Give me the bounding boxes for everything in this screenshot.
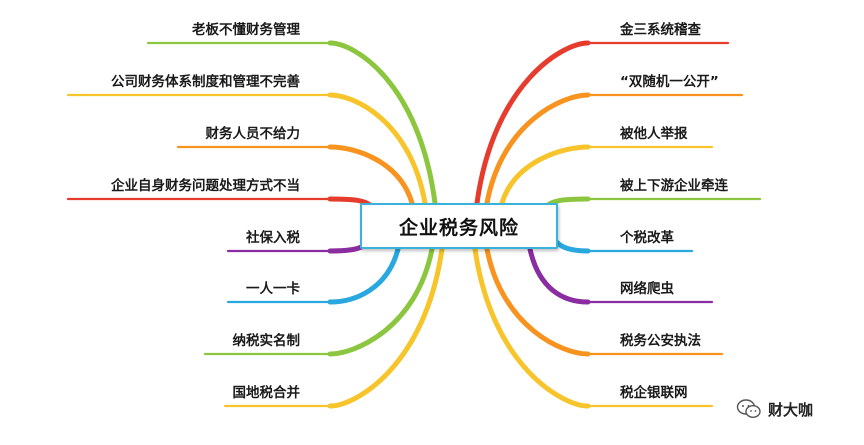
branch-curve	[327, 144, 415, 206]
watermark: 财大咖	[736, 398, 813, 420]
branch-curve	[484, 246, 591, 357]
branch-label-left: 企业自身财务问题处理方式不当	[110, 177, 300, 194]
branch-curve	[327, 92, 428, 206]
branch-label-right: “双随机一公开”	[620, 73, 719, 90]
branch-curve	[484, 92, 591, 206]
branch-curve	[474, 40, 591, 206]
branch-curve	[327, 40, 438, 206]
branch-label-left: 财务人员不给力	[205, 125, 301, 142]
watermark-text: 财大咖	[768, 400, 814, 419]
branch-label-left: 公司财务体系制度和管理不完善	[111, 73, 300, 90]
branch-curve	[327, 246, 445, 409]
wechat-icon	[736, 399, 761, 419]
branch-label-left: 老板不懂财务管理	[192, 21, 300, 38]
branch-label-right: 税务公安执法	[620, 332, 701, 349]
branch-label-left: 国地税合并	[233, 384, 301, 401]
branch-label-right: 被他人举报	[620, 125, 688, 142]
branch-label-left: 社保入税	[245, 229, 300, 246]
branch-curve	[527, 246, 591, 305]
branch-curve	[499, 144, 591, 206]
branch-label-right: 税企银联网	[620, 384, 688, 401]
branch-label-left: 纳税实名制	[233, 332, 301, 349]
central-topic: 企业税务风险	[360, 203, 558, 249]
branch-curve	[472, 246, 591, 409]
central-topic-label: 企业税务风险	[398, 216, 519, 239]
branch-label-right: 金三系统稽查	[619, 21, 701, 38]
branch-label-left: 一人一卡	[246, 280, 300, 297]
branch-label-right: 被上下游企业牵连	[620, 177, 728, 194]
branch-curve	[327, 246, 435, 357]
branch-label-right: 网络爬虫	[620, 280, 674, 297]
branch-label-right: 个税改革	[619, 229, 674, 246]
branch-curve	[327, 246, 401, 305]
